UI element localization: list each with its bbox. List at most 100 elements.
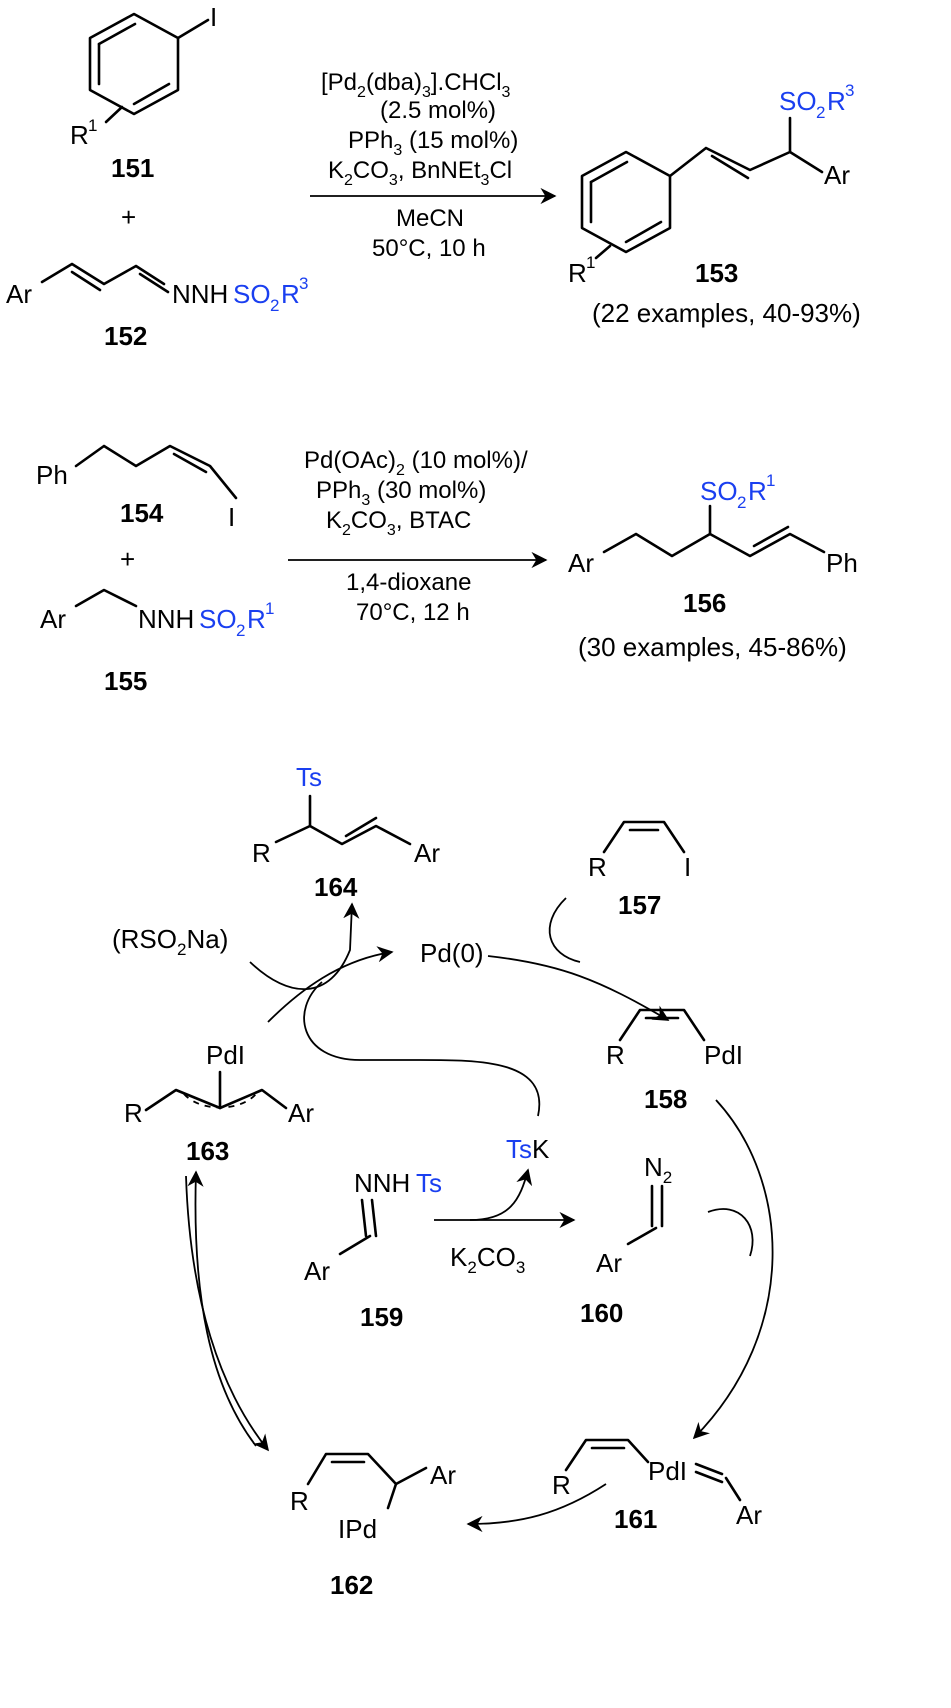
ar-label-164: Ar — [414, 838, 440, 868]
arrow-158-to-161 — [692, 1099, 774, 1440]
pi-allyl-163: PdI R Ar 163 — [124, 1040, 314, 1166]
iodo-label: I — [210, 2, 217, 32]
rso2na-part-a: (RSO — [112, 924, 177, 954]
compound-154-label: 154 — [120, 498, 164, 528]
conditions-2: Pd(OAc)2 (10 mol%)/ PPh3 (30 mol%) K2CO3… — [288, 447, 548, 626]
ar-label-159: Ar — [304, 1256, 330, 1286]
product156-sup-1: 1 — [766, 471, 775, 490]
arrow-to-pd0 — [267, 946, 394, 1023]
scheme-1: I R 1 151 + Ar NNH SO 2 R 3 152 [Pd 2 (dba… — [6, 2, 861, 351]
sulfonyl-sub-155: 2 — [236, 621, 245, 640]
plus-sign-1: + — [121, 202, 136, 232]
ar-label-163: Ar — [288, 1098, 314, 1128]
compound-162-label: 162 — [330, 1570, 373, 1600]
compound-161-label: 161 — [614, 1504, 657, 1534]
nnh-label-152: NNH — [172, 279, 228, 309]
compound-158-label: 158 — [644, 1084, 687, 1114]
tsk-ts: Ts — [506, 1134, 532, 1164]
hydrazone-159: NNH Ts Ar 159 — [304, 1168, 442, 1332]
ts-label-159: Ts — [416, 1168, 442, 1198]
cond2-k-sub: 2 — [342, 522, 351, 539]
sulfonyl-superscript-3: 3 — [299, 274, 308, 293]
product153-ar-label: Ar — [824, 160, 850, 190]
cond1-temp-time: 50°C, 10 h — [372, 235, 486, 262]
cond1-dba: (dba) — [366, 69, 422, 96]
n2-n: N — [644, 1152, 663, 1182]
svg-text:K2CO3, BnNEt3Cl: K2CO3, BnNEt3Cl — [328, 157, 512, 189]
cond1-pd: [Pd — [321, 69, 357, 96]
svg-text:[Pd2(dba)3].CHCl3: [Pd2(dba)3].CHCl3 — [321, 69, 511, 101]
tsk-k: K — [532, 1134, 550, 1164]
cond2-solvent: 1,4-dioxane — [346, 569, 471, 596]
alkyl-pd-162: R Ar IPd 162 — [290, 1452, 456, 1600]
product153-r-sup: 1 — [586, 253, 595, 272]
iodo-label-154: I — [228, 502, 235, 532]
arrow-carbene-in — [707, 1208, 754, 1257]
hydrazone-152: Ar NNH SO 2 R 3 152 — [6, 262, 308, 351]
aryl-iodide-151: I R 1 151 — [70, 2, 217, 183]
product-156: Ar SO 2 R 1 Ph 156 (30 examples, 45-86%) — [568, 471, 858, 662]
cond1-bnnet: , BnNEt — [398, 157, 481, 184]
k2co3-co: CO — [477, 1242, 516, 1272]
nnh-label-159: NNH — [354, 1168, 410, 1198]
product156-ar-label: Ar — [568, 548, 594, 578]
sulfonyl-r-label: R — [281, 279, 300, 309]
plus-sign-2: + — [120, 544, 135, 574]
sulfonyl-subscript-2: 2 — [270, 296, 279, 315]
cond2-btac: , BTAC — [396, 507, 472, 534]
vinyl-iodide-154: Ph 154 I — [36, 444, 238, 532]
cond2-pdoac-loading: (10 mol%)/ — [405, 447, 528, 474]
r1-label: R — [70, 120, 89, 150]
k2co3-sub-2: 2 — [467, 1258, 476, 1277]
cond1-pph: PPh — [348, 127, 393, 154]
equilibrium-arrow-up — [187, 1170, 257, 1447]
compound-159-label: 159 — [360, 1302, 403, 1332]
r-label-161: R — [552, 1470, 571, 1500]
ar-label-161: Ar — [736, 1500, 762, 1530]
cond1-sub-3b: 3 — [502, 84, 511, 101]
cond1-co: CO — [353, 157, 389, 184]
cond2-k: K — [326, 507, 342, 534]
n-label-160: N2 — [644, 1152, 672, 1187]
vinyl-iodide-157: R I 157 — [588, 820, 691, 920]
yield-153: (22 examples, 40-93%) — [592, 298, 861, 328]
r-label-164: R — [252, 838, 271, 868]
catalytic-cycle: Ts R Ar 164 R I 157 (RSO2Na) Pd(0) — [112, 762, 774, 1600]
svg-text:PPh3 (30 mol%): PPh3 (30 mol%) — [316, 477, 486, 509]
cond1-chcl: ].CHCl — [431, 69, 502, 96]
arrow-to-164 — [249, 902, 360, 991]
nnh-label-155: NNH — [138, 604, 194, 634]
product156-so-label: SO — [700, 476, 738, 506]
product153-sup-3: 3 — [845, 81, 854, 100]
ipd-label-162: IPd — [338, 1514, 377, 1544]
product153-so-label: SO — [779, 86, 817, 116]
cond1-k-sub: 2 — [344, 172, 353, 189]
ph-label-154: Ph — [36, 460, 68, 490]
svg-text:K2CO3, BTAC: K2CO3, BTAC — [326, 507, 471, 539]
ar-label-160: Ar — [596, 1248, 622, 1278]
product-164: Ts R Ar 164 — [252, 762, 440, 902]
svg-text:Pd(OAc)2 (10 mol%)/: Pd(OAc)2 (10 mol%)/ — [304, 447, 528, 479]
cond2-co: CO — [351, 507, 387, 534]
arrow-161-to-162 — [466, 1483, 607, 1533]
sulfonyl-so-label: SO — [233, 279, 271, 309]
product153-sub-2: 2 — [816, 103, 825, 122]
ar-label-152: Ar — [6, 279, 32, 309]
cond1-pph-loading: (15 mol%) — [402, 127, 518, 154]
product156-ph-label: Ph — [826, 548, 858, 578]
cond2-pdoac-sub: 2 — [396, 462, 405, 479]
i-label-157: I — [684, 852, 691, 882]
equilibrium-arrow-down — [185, 1175, 270, 1452]
diazo-160: N2 Ar 160 — [580, 1152, 672, 1328]
cond1-pph-sub: 3 — [393, 142, 402, 159]
product156-sub-2: 2 — [737, 493, 746, 512]
cond1-solvent: MeCN — [396, 205, 464, 232]
tsk-return-arrow — [303, 981, 541, 1117]
cond1-co-sub: 3 — [389, 172, 398, 189]
cond1-et-sub: 3 — [481, 172, 490, 189]
yield-156: (30 examples, 45-86%) — [578, 632, 847, 662]
conditions-1: [Pd2(dba)3].CHCl3 (2.5 mol%) PPh3 (15 mo… — [310, 69, 557, 262]
compound-157-label: 157 — [618, 890, 661, 920]
k2co3-sub-3: 3 — [516, 1258, 525, 1277]
cond2-pdoac: Pd(OAc) — [304, 447, 396, 474]
